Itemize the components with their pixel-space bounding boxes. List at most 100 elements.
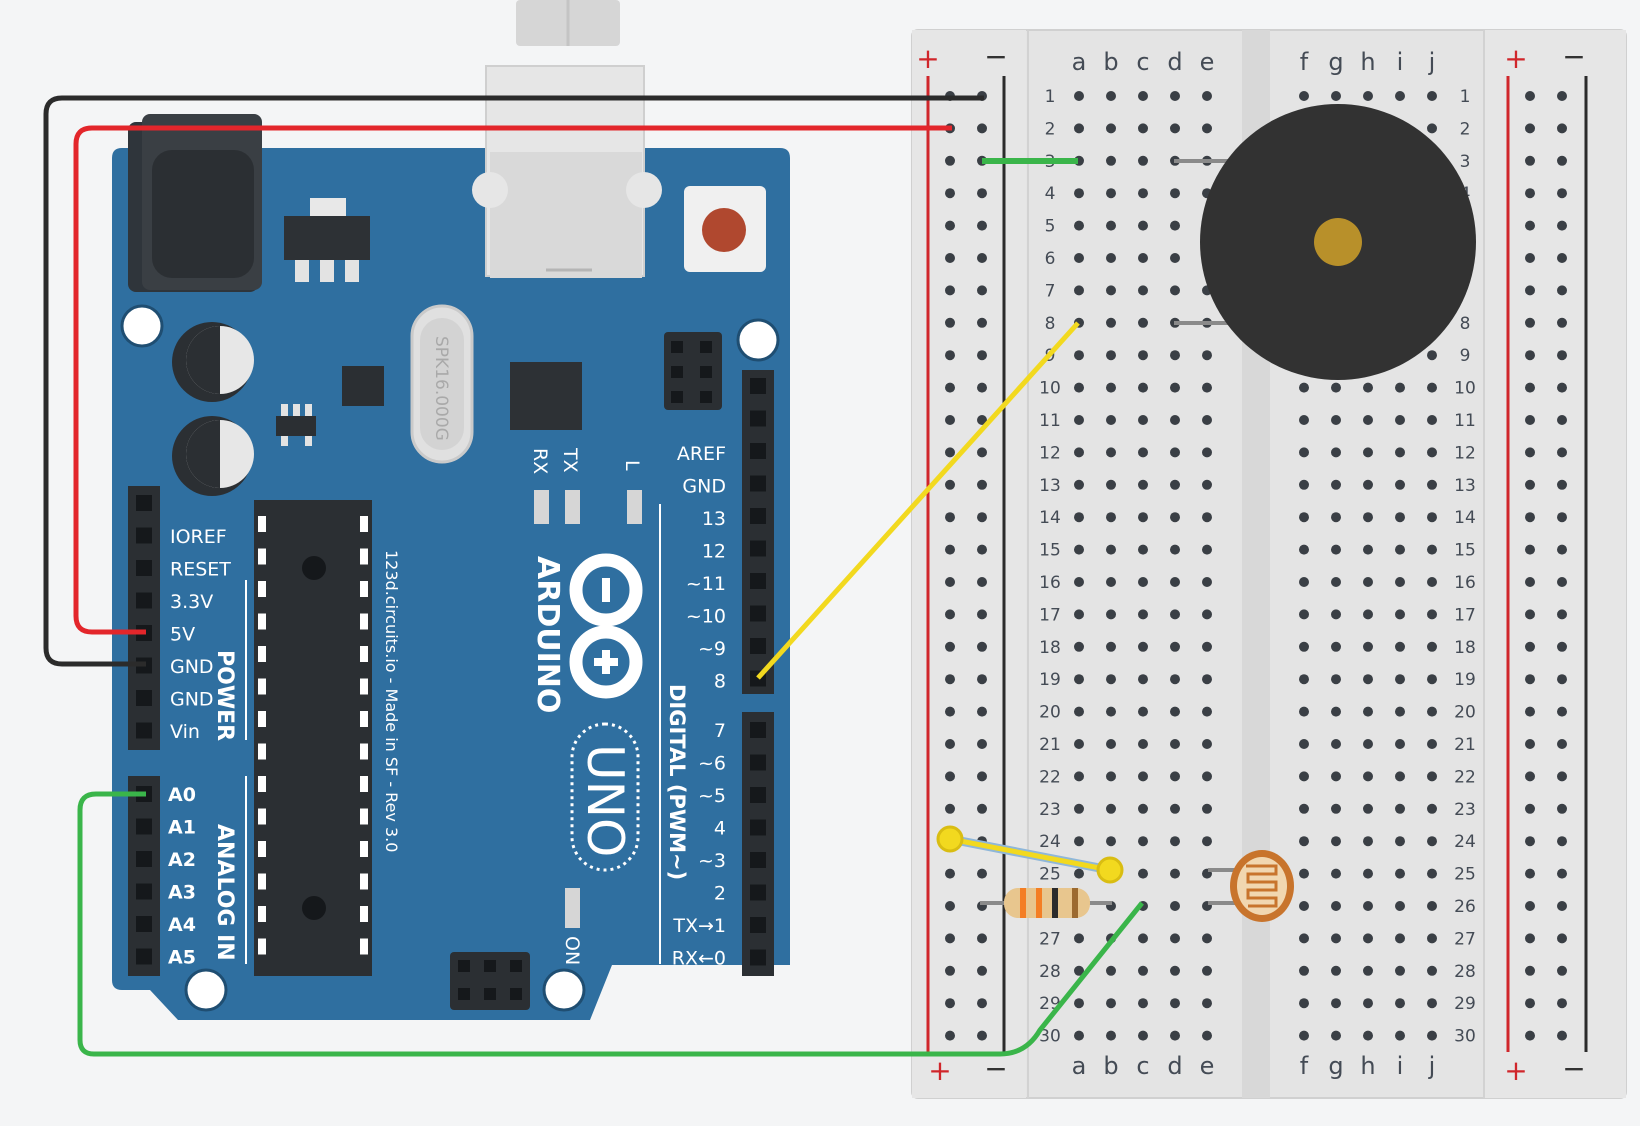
breadboard-hole[interactable]: [1170, 803, 1180, 814]
rail-hole[interactable]: [1525, 577, 1535, 587]
breadboard-hole[interactable]: [1138, 220, 1148, 231]
breadboard-hole[interactable]: [1170, 868, 1180, 879]
breadboard-hole[interactable]: [1106, 155, 1116, 166]
breadboard-hole[interactable]: [1202, 479, 1212, 490]
breadboard-hole[interactable]: [1170, 123, 1180, 134]
rail-hole[interactable]: [945, 901, 955, 911]
breadboard-hole[interactable]: [1106, 739, 1116, 749]
breadboard-hole[interactable]: [1074, 220, 1084, 231]
breadboard-hole[interactable]: [1138, 803, 1148, 814]
breadboard-hole[interactable]: [1363, 577, 1373, 587]
breadboard-hole[interactable]: [1427, 415, 1437, 425]
breadboard-hole[interactable]: [1363, 415, 1373, 425]
power-header-strip[interactable]: [128, 486, 160, 750]
breadboard-hole[interactable]: [1106, 317, 1116, 328]
breadboard-hole[interactable]: [1170, 512, 1180, 523]
breadboard-hole[interactable]: [1299, 868, 1309, 879]
breadboard-hole[interactable]: [1299, 512, 1309, 523]
header-socket[interactable]: [750, 754, 766, 771]
rail-hole[interactable]: [1525, 479, 1535, 490]
breadboard-hole[interactable]: [1299, 447, 1309, 458]
pin8-wire[interactable]: [756, 321, 1080, 680]
rail-hole[interactable]: [1525, 868, 1535, 879]
breadboard-hole[interactable]: [1170, 415, 1180, 425]
breadboard-hole[interactable]: [1106, 382, 1116, 393]
breadboard-hole[interactable]: [1363, 803, 1373, 814]
rail-hole[interactable]: [945, 577, 955, 587]
breadboard-hole[interactable]: [1170, 933, 1180, 944]
rail-hole[interactable]: [1557, 382, 1567, 393]
breadboard-hole[interactable]: [1074, 868, 1084, 879]
rail-hole[interactable]: [1525, 415, 1535, 425]
breadboard-hole[interactable]: [1363, 998, 1373, 1009]
breadboard-hole[interactable]: [1395, 739, 1405, 749]
breadboard-hole[interactable]: [1395, 641, 1405, 652]
breadboard-hole[interactable]: [1299, 836, 1309, 847]
rail-hole[interactable]: [977, 188, 987, 199]
breadboard-hole[interactable]: [1427, 544, 1437, 555]
rail-hole[interactable]: [1557, 609, 1567, 620]
breadboard-hole[interactable]: [1299, 609, 1309, 620]
breadboard-hole[interactable]: [1363, 933, 1373, 944]
breadboard-hole[interactable]: [1331, 577, 1341, 587]
breadboard-hole[interactable]: [1363, 641, 1373, 652]
breadboard-hole[interactable]: [1395, 965, 1405, 976]
breadboard-hole[interactable]: [1170, 836, 1180, 847]
rail-hole[interactable]: [1557, 1030, 1567, 1041]
breadboard-hole[interactable]: [1138, 253, 1148, 263]
breadboard-hole[interactable]: [1202, 803, 1212, 814]
breadboard-hole[interactable]: [1427, 609, 1437, 620]
breadboard-hole[interactable]: [1331, 674, 1341, 685]
rail-hole[interactable]: [945, 447, 955, 458]
jumper-wire[interactable]: [949, 836, 1111, 873]
breadboard-hole[interactable]: [1170, 382, 1180, 393]
breadboard-hole[interactable]: [1138, 706, 1148, 717]
a0-wire[interactable]: [77, 791, 1144, 1057]
rail-hole[interactable]: [1525, 123, 1535, 134]
rail-hole[interactable]: [1525, 253, 1535, 263]
rail-hole[interactable]: [1557, 155, 1567, 166]
breadboard-hole[interactable]: [1331, 739, 1341, 749]
breadboard-hole[interactable]: [1074, 479, 1084, 490]
breadboard-hole[interactable]: [1170, 739, 1180, 749]
rail-hole[interactable]: [945, 317, 955, 328]
breadboard-hole[interactable]: [1138, 285, 1148, 296]
rail-hole[interactable]: [977, 544, 987, 555]
rail-hole[interactable]: [977, 641, 987, 652]
rail-hole[interactable]: [977, 220, 987, 231]
rail-hole[interactable]: [945, 479, 955, 490]
breadboard-hole[interactable]: [1138, 317, 1148, 328]
breadboard-hole[interactable]: [1331, 771, 1341, 782]
breadboard-hole[interactable]: [1299, 771, 1309, 782]
breadboard-hole[interactable]: [1074, 415, 1084, 425]
breadboard-hole[interactable]: [1427, 998, 1437, 1009]
breadboard-hole[interactable]: [1202, 836, 1212, 847]
breadboard-hole[interactable]: [1299, 382, 1309, 393]
breadboard-hole[interactable]: [1427, 91, 1437, 101]
breadboard-hole[interactable]: [1138, 836, 1148, 847]
breadboard-hole[interactable]: [1170, 350, 1180, 361]
rail-hole[interactable]: [1557, 188, 1567, 199]
breadboard-hole[interactable]: [1138, 544, 1148, 555]
breadboard-hole[interactable]: [1427, 447, 1437, 458]
breadboard-hole[interactable]: [1363, 1030, 1373, 1041]
rail-hole[interactable]: [977, 609, 987, 620]
rail-hole[interactable]: [945, 350, 955, 361]
breadboard-hole[interactable]: [1074, 771, 1084, 782]
breadboard-hole[interactable]: [1106, 512, 1116, 523]
rail-hole[interactable]: [1557, 577, 1567, 587]
breadboard-hole[interactable]: [1138, 512, 1148, 523]
rail-hole[interactable]: [945, 285, 955, 296]
rail-hole[interactable]: [1557, 641, 1567, 652]
rail-hole[interactable]: [977, 577, 987, 587]
rail-hole[interactable]: [1525, 512, 1535, 523]
breadboard-hole[interactable]: [1331, 544, 1341, 555]
breadboard-hole[interactable]: [1427, 739, 1437, 749]
rail-hole[interactable]: [1525, 706, 1535, 717]
rail-hole[interactable]: [977, 447, 987, 458]
breadboard-hole[interactable]: [1331, 91, 1341, 101]
breadboard-hole[interactable]: [1202, 739, 1212, 749]
breadboard-hole[interactable]: [1202, 998, 1212, 1009]
rail-hole[interactable]: [1557, 123, 1567, 134]
breadboard-hole[interactable]: [1106, 188, 1116, 199]
